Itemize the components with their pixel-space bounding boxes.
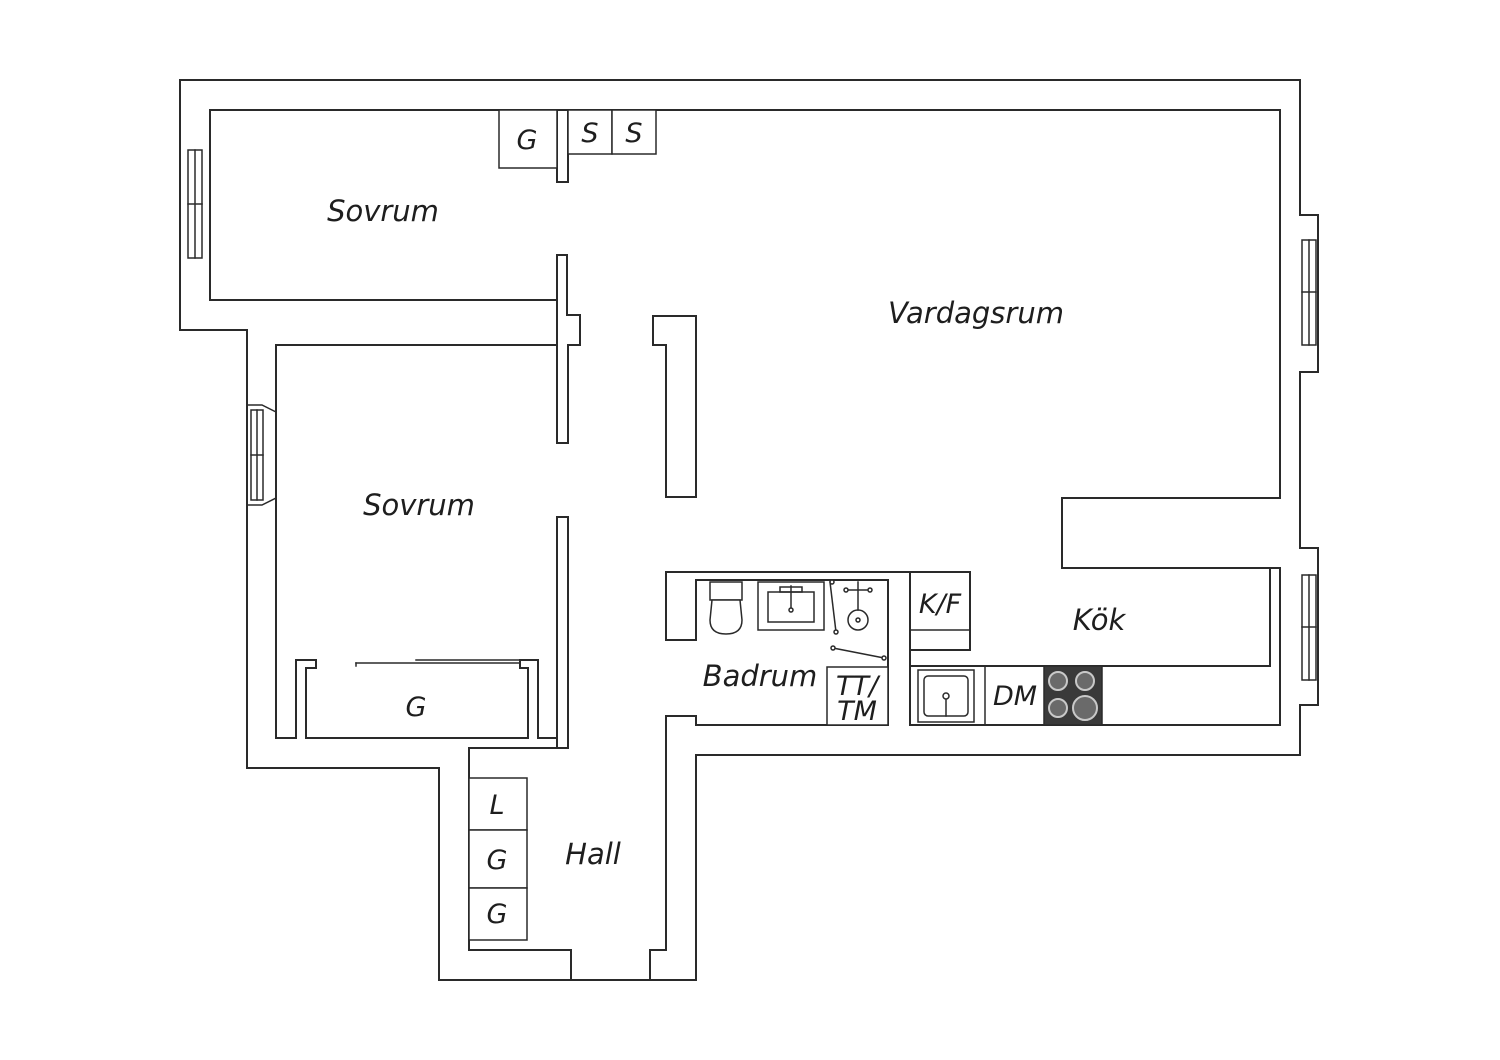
window-bedroom-left [246, 404, 278, 506]
hall-inner-wall [468, 747, 572, 981]
outer-wall-outline [179, 79, 1319, 981]
hall-wardrobe-1 [468, 829, 528, 889]
storage-cabinet-1 [567, 109, 613, 155]
partition-wall-middle [556, 254, 581, 444]
room-label-kitchen: Kök [1073, 603, 1127, 637]
storage-cabinet-2 [611, 109, 657, 155]
living-room-inner-wall [556, 109, 1281, 726]
window-living-room [1301, 239, 1317, 346]
freestanding-wall [652, 315, 697, 498]
hall-right-wall [649, 571, 911, 981]
hall-linen-cabinet-label: L [489, 790, 504, 821]
room-label-bathroom: Badrum [703, 659, 818, 693]
window-bedroom-top [187, 149, 203, 259]
bedroom-top-inner-wall [209, 109, 558, 301]
fridge-freezer-label: K/F [919, 589, 962, 620]
washer-dryer [826, 666, 889, 726]
room-label-bedroom-top: Sovrum [327, 194, 439, 228]
stove-icon [1043, 665, 1103, 726]
toilet-icon [709, 581, 743, 635]
room-label-hall: Hall [565, 837, 621, 871]
wardrobe-bedroom-left-label: G [406, 692, 427, 723]
sink-icon [757, 581, 825, 631]
kitchen-counter [909, 567, 1271, 667]
storage-cabinet-2-label: S [625, 118, 642, 149]
dishwasher-label: DM [993, 681, 1037, 712]
room-label-living-room: Vardagsrum [888, 296, 1064, 330]
wardrobe-bedroom-left [355, 659, 521, 667]
storage-cabinet-1-label: S [581, 118, 598, 149]
shower-icon [829, 579, 887, 661]
washer-dryer-label-line2: TM [837, 696, 877, 727]
partition-wall-upper [556, 109, 569, 183]
window-kitchen [1301, 574, 1317, 681]
bedroom-left-inner-wall [275, 344, 558, 739]
wardrobe-bedroom-top [498, 109, 558, 169]
partition-wall-lower [556, 516, 569, 749]
hall-wardrobe-2 [468, 887, 528, 941]
kitchen-sink-icon [917, 669, 975, 723]
wardrobe-bedroom-top-label: G [517, 125, 538, 156]
washer-dryer-label-line1: TT/ [836, 671, 881, 702]
room-label-bedroom-left: Sovrum [363, 488, 475, 522]
hall-wardrobe-1-label: G [487, 845, 508, 876]
hall-wardrobe-2-label: G [487, 899, 508, 930]
